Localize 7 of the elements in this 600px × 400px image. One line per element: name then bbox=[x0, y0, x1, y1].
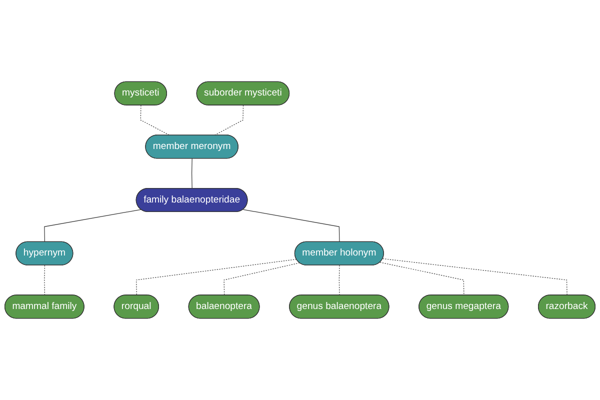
connector bbox=[44, 265, 46, 296]
connector bbox=[44, 209, 142, 242]
connector bbox=[242, 209, 340, 242]
connector bbox=[214, 105, 244, 136]
connector bbox=[382, 258, 568, 296]
connector bbox=[338, 265, 340, 296]
connector bbox=[140, 105, 170, 136]
